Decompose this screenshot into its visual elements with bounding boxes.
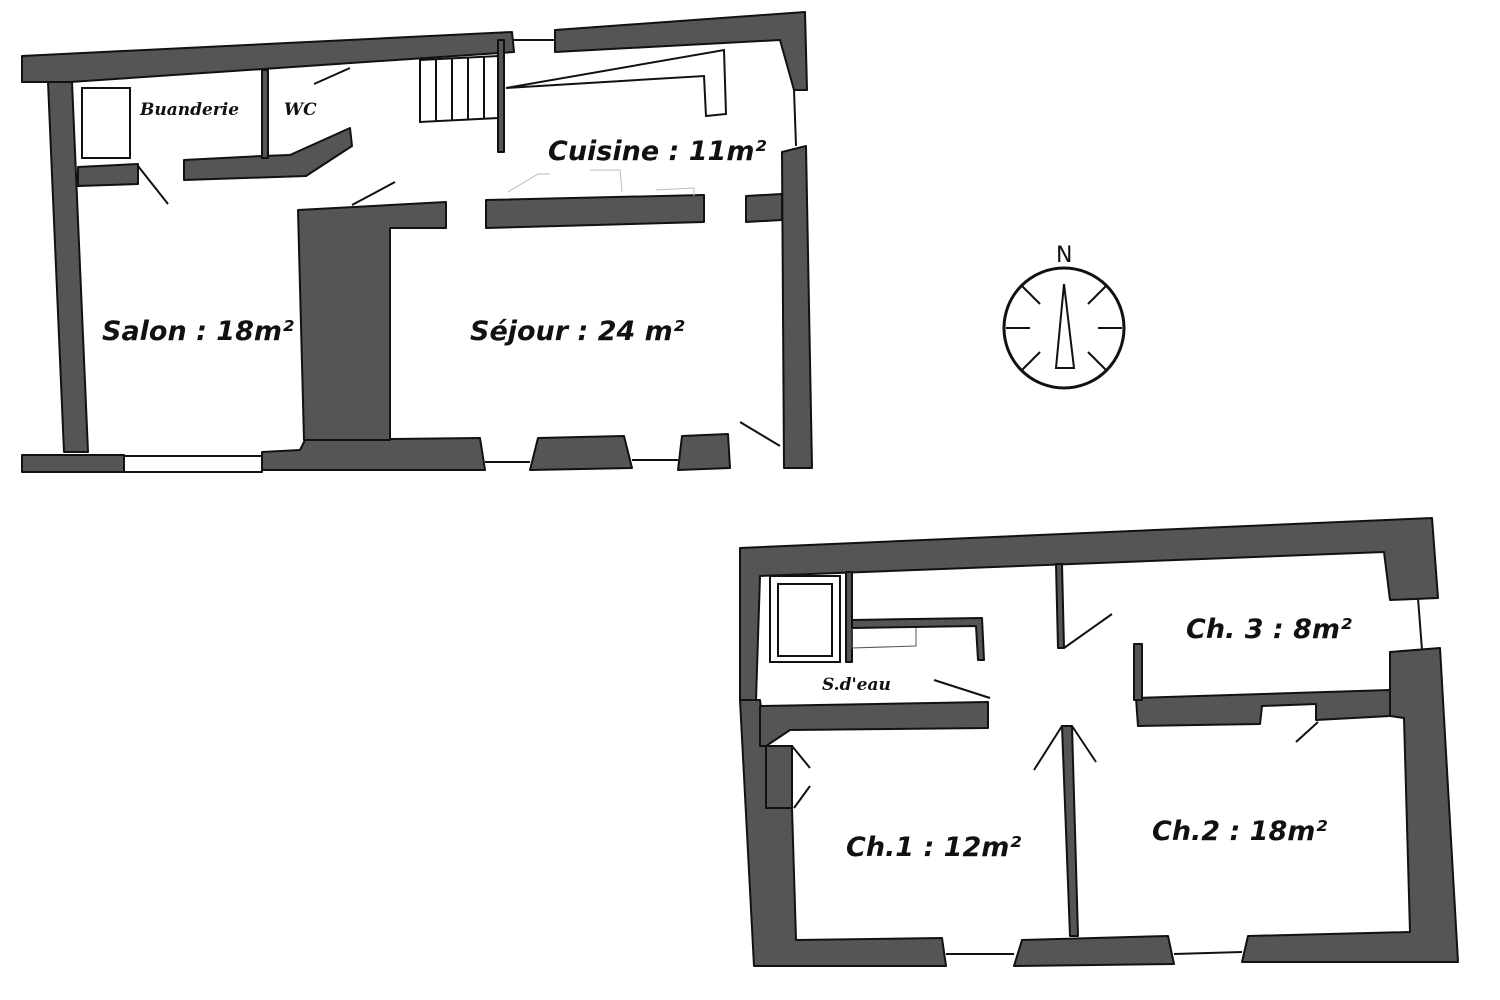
wall-sdeau-counter: [851, 617, 985, 661]
door-buanderie: [137, 165, 169, 205]
door-wardrobe-1: [791, 745, 811, 769]
compass-north-label: N: [1056, 243, 1072, 268]
shower-tray: [777, 583, 833, 657]
room-label-ch2: Ch.2 : 18m²: [1152, 816, 1327, 847]
washing-machine: [81, 87, 131, 159]
pillar-bottom-1: [529, 435, 633, 471]
door-ch2: [1071, 725, 1097, 763]
window-ch3-east: [1417, 597, 1423, 651]
room-label-ch3: Ch. 3 : 8m²: [1186, 614, 1352, 645]
wall-right: [781, 145, 813, 469]
staircase: [419, 54, 499, 124]
room-label-sejour: Séjour : 24 m²: [470, 316, 685, 347]
wall-exterior-gap: [793, 89, 797, 147]
wall-central: [297, 201, 447, 441]
wall-ch3-west: [1055, 563, 1065, 649]
wall-buanderie-bottom: [77, 163, 139, 187]
ground-floor-details: [81, 39, 797, 473]
door-exit: [739, 421, 781, 447]
ground-floor-plan: [21, 11, 813, 473]
room-label-wc: WC: [284, 100, 317, 120]
compass-needle: [1054, 283, 1076, 369]
wall-cuisine-bottom: [485, 194, 705, 229]
wall-buanderie-wc: [261, 69, 269, 159]
room-label-buanderie: Buanderie: [139, 100, 239, 120]
wall-bottom-left: [21, 454, 125, 473]
wall-top-upper: [739, 517, 1439, 701]
wall-bottom-mid: [261, 437, 486, 471]
room-label-ch1: Ch.1 : 12m²: [846, 832, 1021, 863]
wall-right-stub: [745, 193, 783, 223]
shower: [769, 575, 841, 663]
sink-counter: [851, 628, 917, 649]
wall-ch1-ch2: [1061, 725, 1079, 937]
upper-floor-plan: [739, 517, 1459, 967]
room-label-cuisine: Cuisine : 11m²: [548, 136, 766, 167]
room-label-sdeau: S.d'eau: [822, 675, 891, 695]
compass-icon: N: [1002, 243, 1126, 390]
wall-ch3-bottom: [1135, 689, 1391, 727]
door-salon: [351, 181, 396, 206]
wall-right-upper: [1241, 647, 1459, 963]
wall-ch3-left: [1133, 643, 1143, 701]
wardrobe: [765, 745, 793, 809]
counter-sketch: [507, 173, 550, 193]
wall-sdeau-bottom: [759, 701, 989, 747]
door-wc: [313, 67, 351, 85]
upper-floor-details: [765, 575, 1423, 955]
door-ch2-closet: [1295, 721, 1319, 743]
wall-left: [47, 81, 89, 453]
kitchen-counter: [505, 48, 728, 118]
door-ch1: [1033, 725, 1063, 771]
pillar-bottom-2: [677, 433, 731, 471]
wall-top-west: [21, 31, 515, 83]
window-salon: [123, 455, 263, 473]
door-ch3: [1063, 613, 1113, 649]
door-sdeau: [933, 679, 991, 699]
wall-shower-side: [845, 571, 853, 663]
facade-upper-2: [1173, 951, 1243, 955]
door-wardrobe-2: [793, 785, 811, 809]
pillar-upper-bottom: [1013, 935, 1175, 967]
room-label-salon: Salon : 18m²: [102, 316, 294, 347]
